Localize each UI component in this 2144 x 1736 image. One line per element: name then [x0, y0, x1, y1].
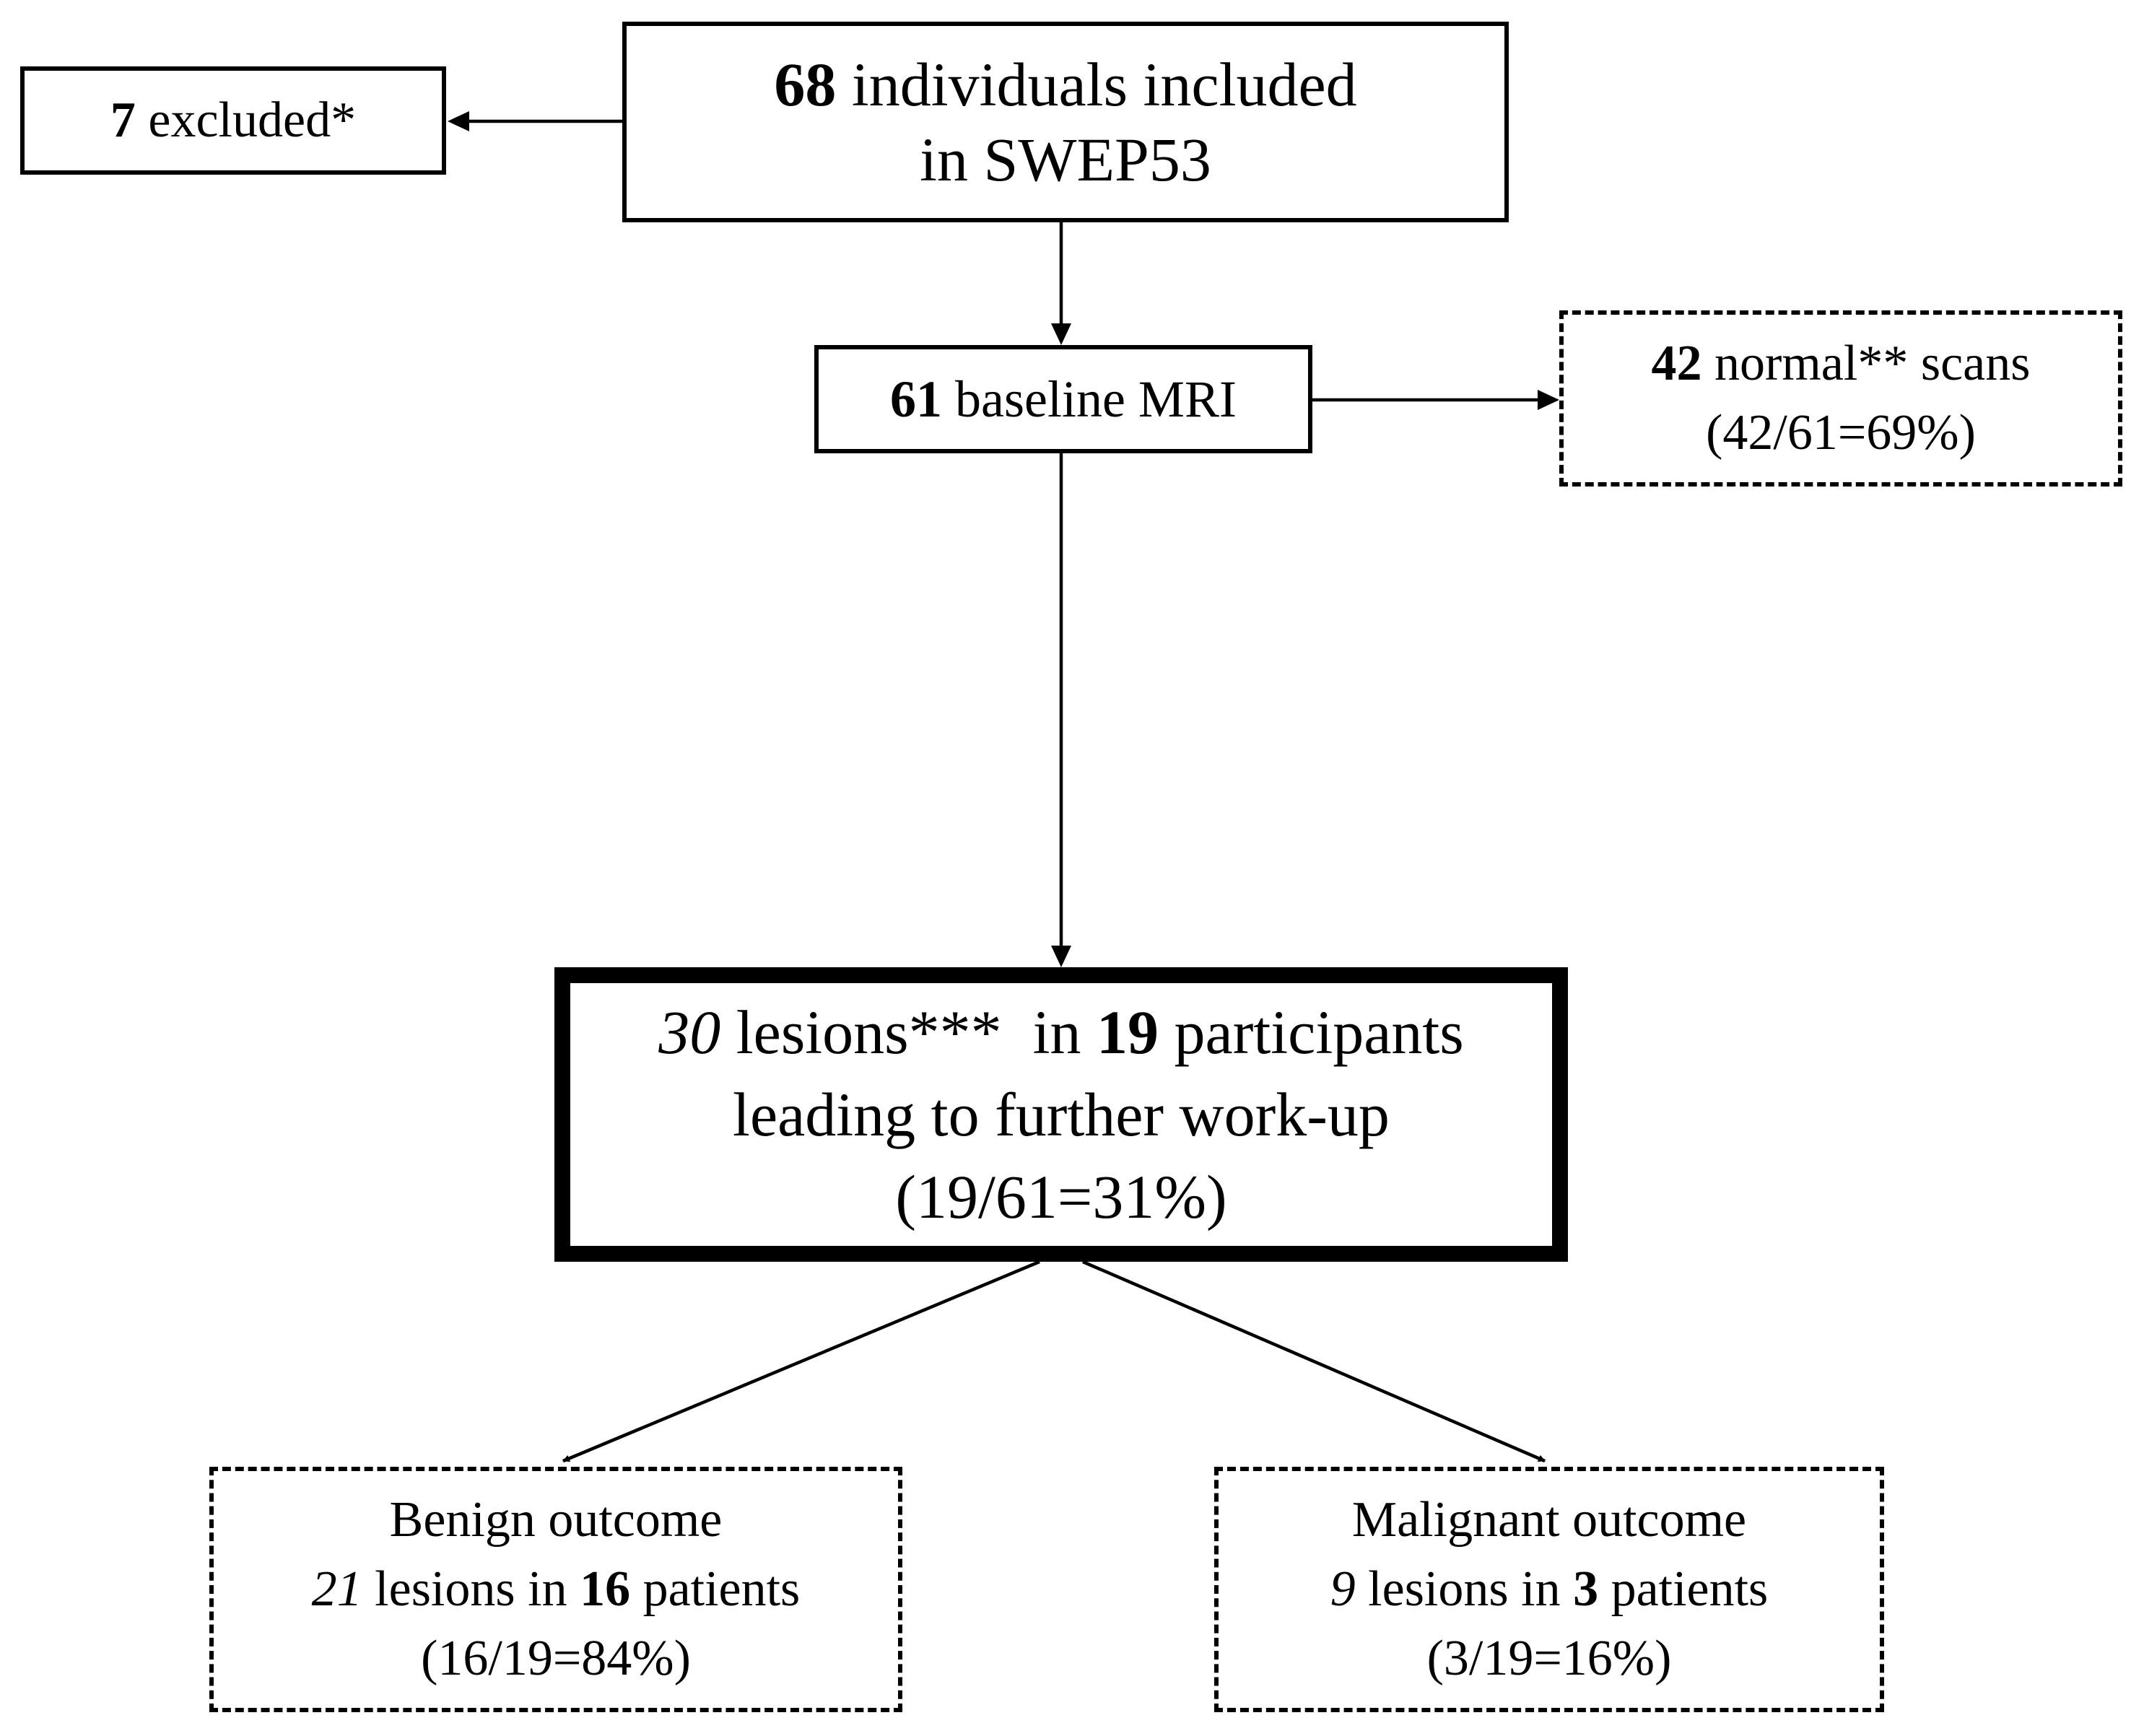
malignant-text-b: patients [1598, 1561, 1769, 1617]
benign-ratio: (16/19=84%) [421, 1631, 691, 1686]
workup-line-2: leading to further work-up [733, 1080, 1390, 1149]
arrow-workup-to-benign [562, 1260, 1040, 1463]
workup-lesions-count: 30 [658, 998, 721, 1067]
benign-lesions-count: 21 [311, 1561, 362, 1617]
malignant-title: Malignant outcome [1351, 1492, 1747, 1548]
included-line-1: 68 individuals included [774, 47, 1356, 122]
included-individuals-box: 68 individuals included in SWEP53 [622, 22, 1509, 222]
normal-line-1: 42 normal** scans [1652, 329, 2031, 398]
excluded-count: 7 [110, 92, 136, 148]
normal-scans-box: 42 normal** scans (42/61=69%) [1559, 310, 2122, 487]
malignant-text-a: lesions in [1355, 1561, 1574, 1617]
normal-text: normal** scans [1701, 336, 2031, 391]
further-workup-box: 30 lesions*** in 19 participants leading… [554, 967, 1568, 1262]
included-line-2: in SWEP53 [920, 125, 1211, 194]
excluded-text: excluded* [135, 92, 357, 148]
malignant-ratio: (3/19=16%) [1426, 1631, 1672, 1686]
normal-ratio: (42/61=69%) [1706, 405, 1976, 461]
normal-count: 42 [1651, 336, 1702, 391]
benign-title: Benign outcome [389, 1492, 723, 1548]
benign-text-a: lesions in [362, 1561, 580, 1617]
included-count: 68 [774, 50, 837, 119]
included-text-a: individuals included [836, 50, 1357, 119]
baseline-text: baseline MRI [942, 370, 1237, 428]
workup-text-a: lesions*** in [720, 998, 1097, 1067]
benign-patients-count: 16 [580, 1561, 631, 1617]
malignant-line-2: 9 lesions in 3 patients [1330, 1555, 1769, 1624]
workup-participants-count: 19 [1097, 998, 1159, 1067]
excluded-box: 7 excluded* [20, 66, 446, 175]
benign-line-2: 21 lesions in 16 patients [312, 1555, 801, 1624]
workup-text-b: participants [1159, 998, 1464, 1067]
malignant-lesions-count: 9 [1330, 1561, 1356, 1617]
malignant-patients-count: 3 [1573, 1561, 1599, 1617]
baseline-mri-box: 61 baseline MRI [814, 345, 1312, 453]
excluded-line: 7 excluded* [110, 90, 356, 151]
workup-ratio: (19/61=31%) [895, 1162, 1227, 1231]
baseline-line: 61 baseline MRI [890, 368, 1237, 430]
benign-text-b: patients [630, 1561, 801, 1617]
baseline-count: 61 [890, 370, 943, 428]
workup-line-1: 30 lesions*** in 19 participants [658, 991, 1464, 1073]
arrow-workup-to-malignant [1082, 1260, 1546, 1463]
malignant-outcome-box: Malignant outcome 9 lesions in 3 patient… [1214, 1467, 1884, 1712]
benign-outcome-box: Benign outcome 21 lesions in 16 patients… [209, 1467, 902, 1712]
